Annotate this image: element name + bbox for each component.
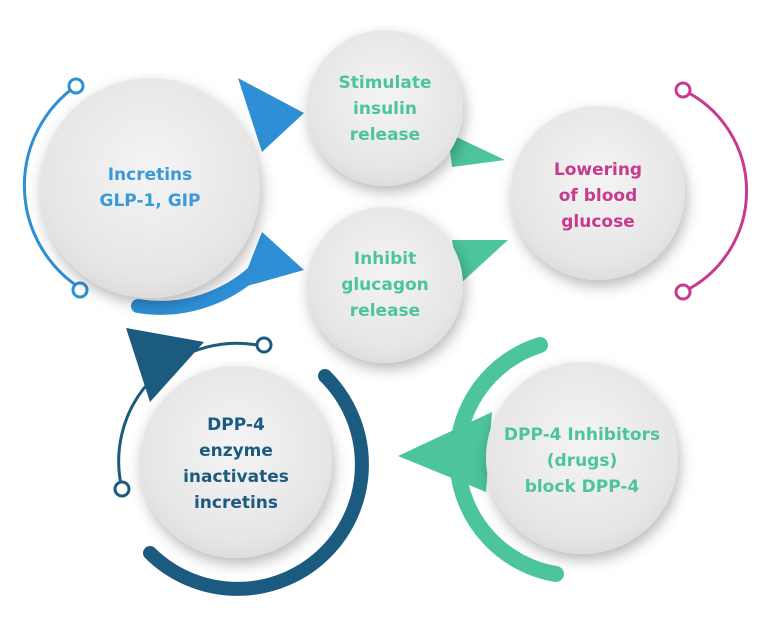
- dpp4-enzyme-group: [113, 328, 369, 596]
- inhibit-arrow: [452, 240, 508, 284]
- stimulate-arrow: [448, 133, 505, 167]
- inhibit-group: [307, 207, 508, 363]
- dpp4-enzyme-dot-bottom: [113, 480, 131, 498]
- dpp4-enzyme-dot-top: [255, 336, 273, 354]
- lowering-dot-top: [674, 81, 692, 99]
- lowering-dot-bottom: [674, 283, 692, 301]
- incretins-arrow-bottom: [240, 232, 304, 288]
- inhibit-label: Inhibit glucagon release: [341, 249, 429, 321]
- dpp4-enzyme-label: DPP-4 enzyme inactivates incretins: [183, 415, 289, 513]
- incretins-label: Incretins GLP-1, GIP: [99, 165, 201, 211]
- stimulate-label: Stimulate insulin release: [338, 73, 432, 145]
- dpp4-enzyme-circle: [140, 366, 332, 558]
- incretins-circle: [40, 78, 260, 298]
- stimulate-circle: [307, 30, 463, 186]
- incretins-dot-top: [67, 77, 85, 95]
- incretins-group: [22, 77, 304, 315]
- stimulate-group: [307, 30, 505, 186]
- dpp4-enzyme-arc-thick: [143, 369, 369, 596]
- lowering-label: Lowering of blood glucose: [553, 160, 643, 232]
- dpp4-inhibitors-arrow: [398, 412, 492, 492]
- incretins-arc-thin: [22, 84, 81, 290]
- dpp4-inhibitors-circle: [486, 362, 678, 554]
- dpp4-inhibitors-label: DPP-4 Inhibitors (drugs) block DPP-4: [503, 425, 661, 497]
- inhibit-circle: [307, 207, 463, 363]
- incretins-arrow-top: [238, 78, 304, 152]
- lowering-group: [511, 81, 749, 301]
- incretins-dot-bottom: [71, 281, 89, 299]
- dpp4-inhibitors-group: [398, 337, 678, 582]
- dpp4-enzyme-arrow: [126, 328, 204, 402]
- lowering-arc: [682, 88, 749, 294]
- lowering-circle: [511, 106, 685, 280]
